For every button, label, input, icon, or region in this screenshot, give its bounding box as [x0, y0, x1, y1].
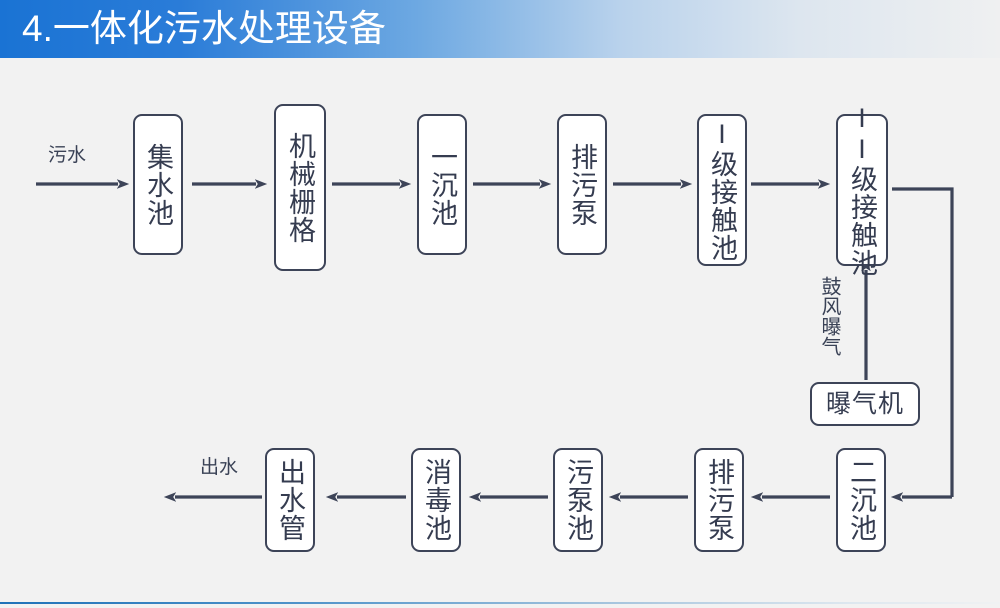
flow-node-label: 二沉池 — [846, 458, 877, 542]
flow-node-contact-tank-1[interactable]: I级接触池 — [697, 114, 747, 266]
flow-node-label: 曝气机 — [825, 390, 904, 418]
flow-node-disinfection-tank[interactable]: 消毒池 — [411, 448, 461, 552]
flow-node-sewage-pump-top[interactable]: 排污泵 — [557, 114, 607, 255]
label-outlet: 出水 — [200, 457, 239, 478]
connector-6-7-path — [892, 187, 954, 497]
flow-node-aerator[interactable]: 曝气机 — [810, 382, 920, 426]
flow-node-contact-tank-2[interactable]: II级接触池 — [836, 103, 888, 277]
label-inlet: 污水 — [48, 145, 87, 166]
flow-node-sewage-pump-bottom[interactable]: 排污泵 — [694, 448, 744, 552]
flow-node-secondary-sedimentation[interactable]: 二沉池 — [836, 448, 886, 552]
flow-node-label: 出水管 — [275, 458, 306, 542]
flow-node-label: II级接触池 — [847, 103, 878, 277]
footer-divider — [0, 602, 1000, 604]
flowchart-canvas: 污水 出水 鼓风曝气 集水池 机械栅格 一沉池 排污泵 I级接触池 II级接触池… — [0, 58, 1000, 602]
connector-layer — [36, 179, 954, 502]
page-header: 4.一体化污水处理设备 — [0, 0, 1000, 58]
flow-node-label: 污泵池 — [563, 458, 594, 542]
flow-node-primary-sedimentation[interactable]: 一沉池 — [417, 114, 467, 255]
flow-node-label: 机械栅格 — [285, 131, 316, 244]
flow-node-label: 排污泵 — [567, 142, 598, 227]
flow-node-collection-tank[interactable]: 集水池 — [133, 114, 183, 255]
flow-node-label: 排污泵 — [704, 458, 735, 542]
flow-node-label: 消毒池 — [421, 458, 452, 542]
flow-node-label: 一沉池 — [427, 142, 458, 227]
flow-node-sludge-pump-tank[interactable]: 污泵池 — [553, 448, 603, 552]
flow-node-mechanical-grille[interactable]: 机械栅格 — [274, 104, 326, 271]
page-title: 4.一体化污水处理设备 — [22, 8, 386, 49]
flow-node-effluent-pipe[interactable]: 出水管 — [265, 448, 315, 552]
flow-node-label: I级接触池 — [707, 118, 738, 262]
flow-node-label: 集水池 — [143, 142, 174, 227]
label-aeration: 鼓风曝气 — [818, 276, 840, 356]
